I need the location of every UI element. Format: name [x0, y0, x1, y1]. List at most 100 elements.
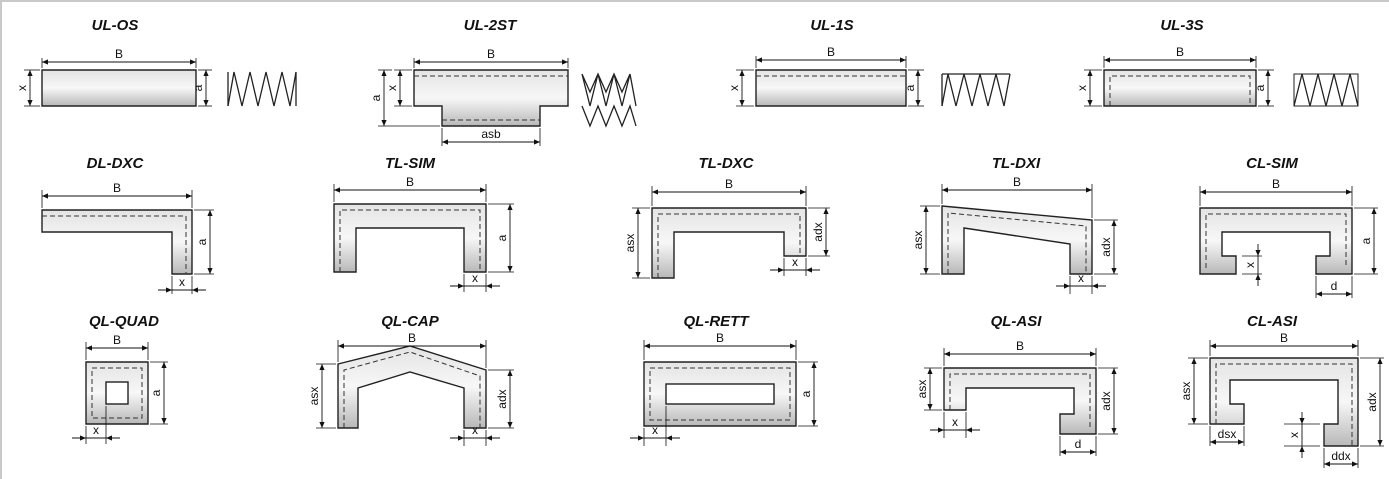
profile-title: QL-QUAD	[89, 313, 159, 330]
arrowhead	[1255, 250, 1261, 256]
dimension-label-x: x	[93, 423, 99, 437]
arrowhead	[86, 345, 92, 351]
profile-body	[41, 209, 193, 275]
arrowhead	[966, 427, 972, 433]
profile-body	[1103, 69, 1257, 107]
profile-title: DL-DXC	[87, 155, 145, 172]
arrowhead	[1250, 57, 1256, 63]
profile-title: TL-DXI	[992, 155, 1041, 172]
profile-ql-quad: QL-QUAD Ba x	[72, 313, 168, 444]
dashed-line	[1205, 213, 1347, 268]
arrowhead	[1090, 351, 1096, 357]
profile-body	[651, 207, 807, 279]
dimension-label-adx: adx	[1099, 237, 1113, 256]
arrowhead	[27, 100, 33, 106]
dimension-label-a: a	[1253, 84, 1267, 91]
dimension-label-adx: adx	[1365, 392, 1379, 411]
filter-pleat-icon	[227, 71, 297, 107]
arrowhead	[1346, 291, 1352, 297]
profile-opening	[665, 383, 775, 405]
dimension-label-x: x	[1078, 271, 1084, 285]
arrowhead	[1352, 343, 1358, 349]
profile-title: QL-RETT	[684, 313, 751, 330]
arrowhead	[1111, 268, 1117, 274]
dimension-label-B: B	[725, 177, 733, 191]
arrowhead	[414, 59, 420, 65]
dimension-label-a: a	[195, 238, 209, 245]
arrowhead	[1064, 283, 1070, 289]
profile-body	[41, 69, 197, 107]
arrowhead	[942, 187, 948, 193]
dimension-label-dsx: dsx	[1218, 427, 1237, 441]
dimension-label-B: B	[1016, 339, 1024, 353]
arrowhead	[192, 287, 198, 293]
arrowhead	[1191, 358, 1197, 364]
arrowhead	[938, 427, 944, 433]
arrowhead	[1210, 439, 1216, 445]
arrowhead	[1087, 100, 1093, 106]
arrowhead	[1265, 70, 1271, 76]
dimension-label-asx: asx	[911, 231, 925, 250]
profile-body	[943, 367, 1097, 435]
dimension-label-adx: adx	[495, 389, 509, 408]
profile-body	[333, 203, 487, 273]
profile-title: TL-SIM	[385, 155, 435, 172]
arrowhead	[635, 272, 641, 278]
arrowhead	[486, 283, 492, 289]
dimension-label-B: B	[1176, 45, 1184, 59]
dimension-label-asb: asb	[481, 127, 501, 141]
dimension-label-B: B	[113, 181, 121, 195]
arrowhead	[507, 204, 513, 210]
profile-body	[413, 69, 569, 127]
dimension-label-d: d	[1075, 437, 1082, 451]
arrowhead	[397, 100, 403, 106]
arrowhead	[161, 418, 167, 424]
arrowhead	[1090, 449, 1096, 455]
dimension-label-a: a	[149, 389, 163, 396]
arrowhead	[1377, 440, 1383, 446]
dimension-label-asx: asx	[307, 387, 321, 406]
arrowhead	[811, 362, 817, 368]
arrowhead	[106, 435, 112, 441]
arrowhead	[203, 70, 209, 76]
filter-pleat-icon	[941, 73, 1011, 107]
arrowhead	[1299, 446, 1305, 452]
arrowhead	[1316, 291, 1322, 297]
arrowhead	[381, 120, 387, 126]
arrowhead	[338, 343, 344, 349]
arrowhead	[635, 208, 641, 214]
pleat-frame	[1293, 73, 1359, 107]
profile-title: UL-1S	[810, 17, 853, 34]
dimension-label-asx: asx	[1179, 382, 1193, 401]
arrowhead	[27, 70, 33, 76]
arrowhead	[381, 70, 387, 76]
arrowhead	[397, 70, 403, 76]
dimension-label-B: B	[113, 333, 121, 347]
dimension-label-x: x	[727, 85, 741, 91]
arrowhead	[915, 100, 921, 106]
arrowhead	[823, 250, 829, 256]
dashed-line	[91, 367, 143, 419]
dashed-line	[949, 373, 1091, 430]
dimension-label-x: x	[952, 415, 958, 429]
arrowhead	[480, 343, 486, 349]
dimension-label-adx: adx	[811, 222, 825, 241]
dimension-label-a: a	[1359, 237, 1373, 244]
dimension-label-B: B	[1280, 331, 1288, 345]
dimension-label-B: B	[716, 331, 724, 345]
profile-body	[1209, 357, 1359, 447]
profile-title: UL-OS	[92, 17, 139, 34]
arrowhead	[1092, 283, 1098, 289]
arrowhead	[458, 283, 464, 289]
arrowhead	[756, 57, 762, 63]
arrowhead	[207, 268, 213, 274]
arrowhead	[319, 364, 325, 370]
arrowhead	[666, 435, 672, 441]
arrowhead	[923, 206, 929, 212]
arrowhead	[900, 57, 906, 63]
